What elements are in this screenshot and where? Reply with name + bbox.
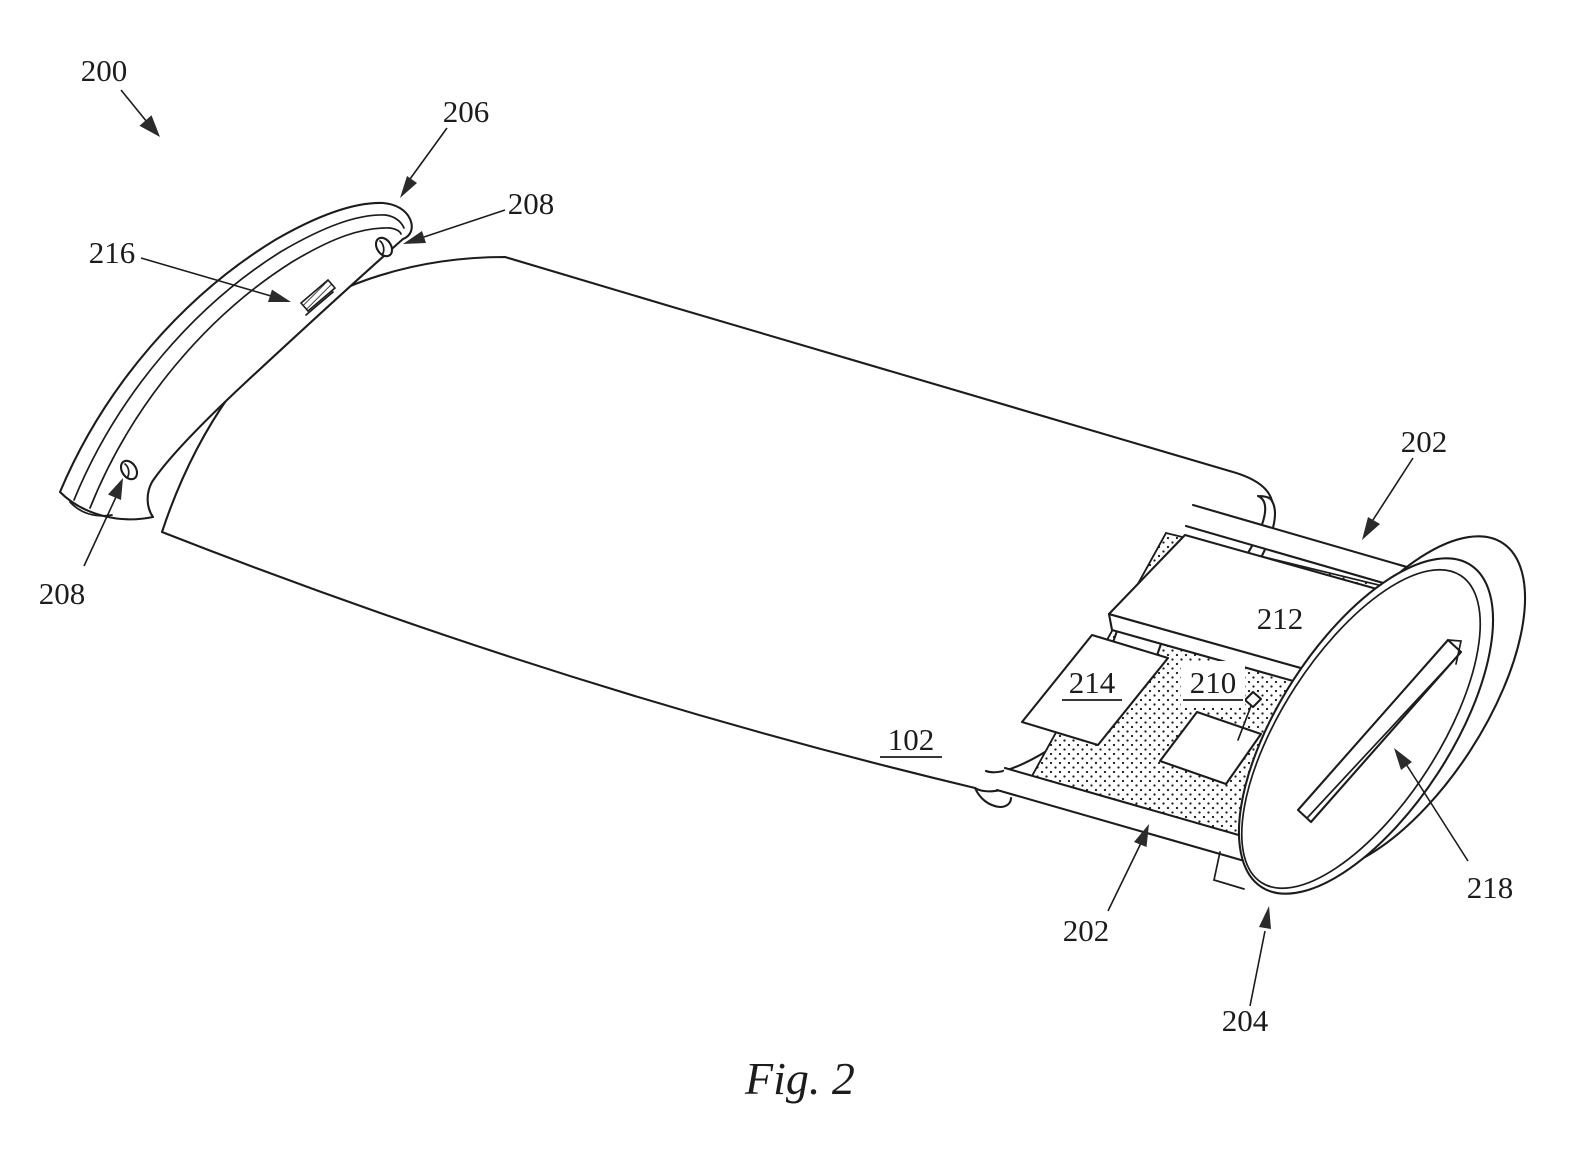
bottom-rail-upper-edge [1003,766,1258,842]
chip-component [1158,710,1263,786]
ref-label-218: 218 [1467,870,1514,905]
ref-label-206: 206 [443,94,490,129]
arrowhead-200 [139,115,160,137]
connector-216 [299,278,337,316]
ref-label-200: 200 [81,53,128,88]
bottom-rail-lower-edge [995,788,1250,864]
ref-label-212: 212 [1257,601,1304,636]
ref-label-208-top: 208 [508,186,555,221]
arrowhead-206 [400,176,417,198]
housing-body [160,255,1276,809]
ref-label-202-top: 202 [1401,424,1448,459]
leaders [83,89,1469,1007]
screw-top-slot [379,240,385,256]
arrowhead-202-bottom [1134,824,1149,847]
screw-bottom-slot [124,463,130,479]
cap-slot-outline [1296,638,1463,824]
leader-208-bottom [83,496,117,567]
ref-label-210: 210 [1190,665,1237,700]
ref-label-204: 204 [1222,1003,1269,1038]
cap-slot [1296,638,1463,824]
ref-label-210-backing [1181,661,1245,706]
bottom-rail [995,766,1258,890]
arrowhead-202-top [1362,517,1380,540]
reference-labels: 200 206 208 216 208 102 202 212 214 210 … [39,53,1514,1038]
leader-202-top [1370,457,1414,524]
arrowhead-204 [1259,906,1271,929]
housing-open-rim-bottom-curl [973,786,1013,809]
arrowhead-208-bottom [108,478,123,500]
leader-204 [1249,930,1266,1007]
ref-label-102: 102 [888,722,935,757]
leader-218 [1405,763,1469,862]
cap-slot-inner-line [1307,659,1455,818]
leader-216 [140,257,272,297]
figure-caption: Fig. 2 [744,1053,855,1104]
screw-top [374,236,394,258]
cap-slot-end-notch [1447,639,1463,665]
bottom-rail-step [1213,851,1245,890]
antenna-pin [1237,690,1263,741]
leader-200 [120,89,148,123]
board-214 [1020,633,1170,747]
leader-206 [409,127,448,180]
ref-label-202-bottom: 202 [1063,913,1110,948]
left-cap-lamination-line-1 [73,214,405,501]
housing-outline [160,255,1276,793]
arrowhead-208-top [403,231,426,244]
antenna-pin-head [1243,690,1263,709]
leader-202-bottom [1107,842,1142,912]
ref-label-216: 216 [89,235,136,270]
antenna-pin-lead [1237,705,1252,741]
connector-body [299,278,337,313]
right-cap-front-inner-edge [1240,568,1482,890]
arrowhead-216 [268,289,291,302]
ref-label-214: 214 [1069,665,1116,700]
screw-bottom [119,459,139,481]
connector-depth-line [305,291,334,316]
left-cap-lamination-line-2 [89,227,402,509]
leader-208-top [423,209,506,238]
ref-label-208-bottom: 208 [39,576,86,611]
bottom-rail-band [997,768,1256,862]
right-end-cap [1237,535,1527,895]
arrowhead-218 [1394,748,1412,770]
left-cap-outline [58,201,413,521]
